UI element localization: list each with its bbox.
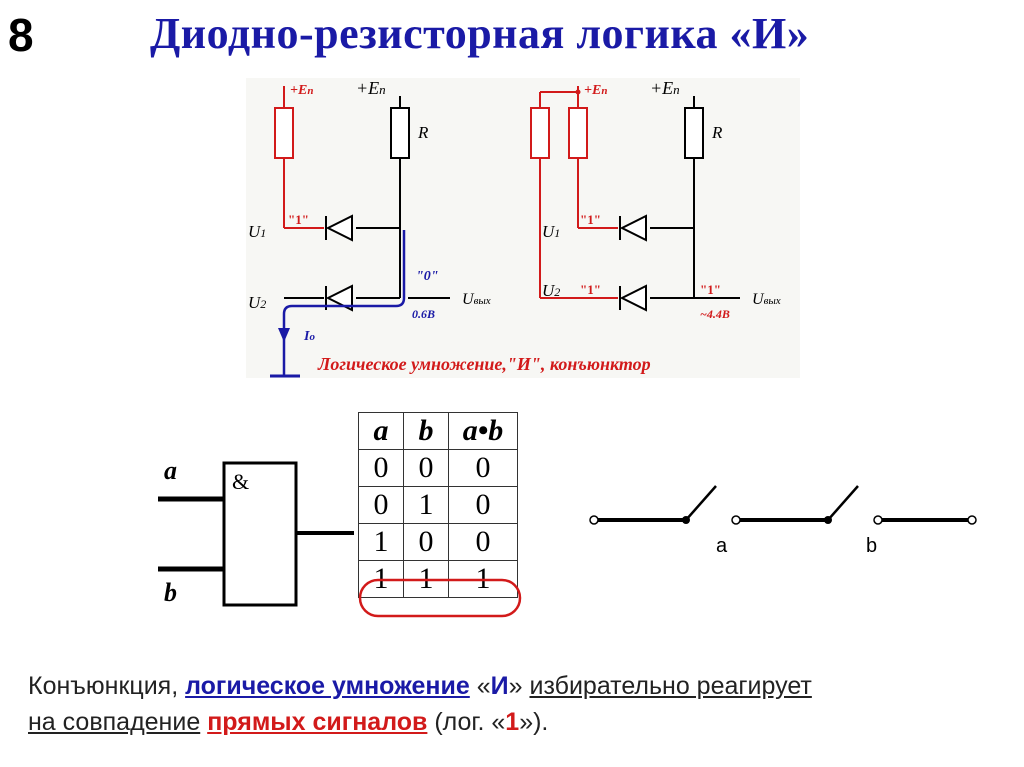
left-diode-1 xyxy=(325,214,353,242)
current-arrow-icon xyxy=(278,328,290,342)
table-row: 1 0 0 xyxy=(358,523,518,561)
page-title: Диодно-резисторная логика «И» xyxy=(150,9,810,58)
right-input-resistor-branches xyxy=(530,86,618,299)
circuit-diagram: +Eп +Eп R "1" U1 U2 xyxy=(246,78,800,378)
right-resistor-r xyxy=(684,107,704,159)
table-cell: 0 xyxy=(403,449,449,487)
left-resistor-r xyxy=(390,107,410,159)
gate-and-symbol: & xyxy=(232,469,249,494)
desc-underlined: на совпадение xyxy=(28,708,201,736)
desc-underlined: избирательно реагирует xyxy=(529,672,812,700)
desc-highlight-red: прямых сигналов xyxy=(207,708,428,736)
table-header-cell: a xyxy=(358,412,404,450)
right-u1-logic: "1" xyxy=(580,212,601,227)
right-u2-label: U2 xyxy=(542,281,560,300)
left-zero-label: "0" xyxy=(416,269,439,284)
and-gate-symbol: & a b xyxy=(158,456,354,607)
table-cell: 0 xyxy=(448,523,518,561)
right-supply-label: +Eп xyxy=(650,78,680,98)
table-cell: 0 xyxy=(448,449,518,487)
right-voltage-label: ~4.4B xyxy=(700,307,730,321)
desc-highlight-red: 1 xyxy=(505,708,520,736)
desc-part: »). xyxy=(519,708,549,736)
current-label: Io xyxy=(303,329,315,344)
right-u2-logic: "1" xyxy=(580,282,601,297)
table-cell: 0 xyxy=(448,486,518,524)
table-cell: 1 xyxy=(358,523,404,561)
left-supply-label-red: +Eп xyxy=(290,83,313,98)
series-switches: a b xyxy=(589,485,977,557)
desc-highlight-blue: логическое умножение xyxy=(185,672,470,700)
table-row: 0 0 0 xyxy=(358,449,518,487)
table-cell: 0 xyxy=(358,449,404,487)
right-circuit: +Eп +Eп R "1" "1" "1" ~4.4B U1 U2 Uвых xyxy=(530,78,781,321)
right-diode-1 xyxy=(619,214,647,242)
left-u2-label: U2 xyxy=(248,293,266,312)
table-cell: 0 xyxy=(403,523,449,561)
desc-highlight-blue: И xyxy=(490,672,509,700)
table-cell: 0 xyxy=(358,486,404,524)
left-resistor-label: R xyxy=(417,123,429,142)
switch-label-b: b xyxy=(866,535,877,557)
left-supply-label: +Eп xyxy=(356,78,386,98)
slide-number: 8 xyxy=(8,9,34,61)
description-text: Конъюнкция, логическое умножение «И» изб… xyxy=(28,668,1018,740)
right-u1-label: U1 xyxy=(542,222,560,241)
switch-label-a: a xyxy=(716,535,728,557)
table-row: 0 1 0 xyxy=(358,486,518,524)
left-u1-label: U1 xyxy=(248,222,266,241)
left-current-path xyxy=(282,230,406,376)
gate-input-b: b xyxy=(164,578,177,607)
table-cell: 1 xyxy=(403,486,449,524)
table-header-cell: b xyxy=(403,412,449,450)
desc-part: Конъюнкция, xyxy=(28,672,186,700)
desc-part: « xyxy=(469,672,491,700)
left-output-label: Uвых xyxy=(462,291,491,308)
desc-part: (лог. « xyxy=(427,708,506,736)
table-header-cell: a•b xyxy=(448,412,518,450)
right-resistor-label: R xyxy=(711,123,723,142)
left-u1-logic: "1" xyxy=(288,212,309,227)
circuit-caption: Логическое умножение,"И", конъюнктор xyxy=(317,354,651,374)
right-output-label: Uвых xyxy=(752,291,781,308)
right-supply-label-red: +Eп xyxy=(584,83,607,98)
gate-input-a: a xyxy=(164,456,177,485)
right-diode-2 xyxy=(619,284,647,312)
truth-table-highlight xyxy=(358,578,522,618)
left-circuit: +Eп +Eп R "1" U1 U2 xyxy=(248,78,491,378)
right-out-logic: "1" xyxy=(700,282,721,297)
table-header-row: a b a•b xyxy=(358,412,518,450)
truth-table: a b a•b 0 0 0 0 1 0 1 0 0 1 1 1 xyxy=(358,412,518,598)
left-voltage-label: 0.6B xyxy=(412,307,435,321)
desc-part: » xyxy=(508,672,530,700)
left-input-resistor-branch xyxy=(274,86,324,229)
